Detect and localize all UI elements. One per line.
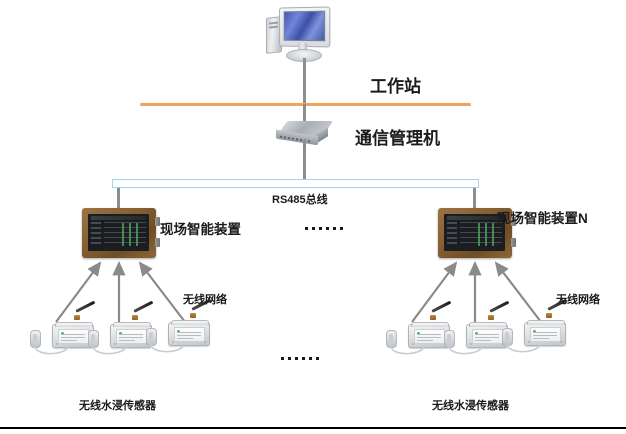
- antenna-icon: [488, 300, 512, 324]
- link-comm-manager-to-bus: [303, 140, 306, 182]
- wireless-sensor-icon: [146, 298, 212, 356]
- sensor-body: [52, 322, 94, 348]
- sensor-cable: [448, 345, 483, 355]
- sensor-ellipsis: [281, 357, 319, 360]
- antenna-icon: [132, 300, 156, 324]
- sensor-faceplate: [472, 329, 503, 344]
- sensor-led: [533, 330, 536, 333]
- comm-manager-label: 通信管理机: [355, 129, 440, 148]
- device-side-tab-top: [511, 217, 516, 226]
- bottom-divider: [0, 427, 626, 429]
- sensor-led: [61, 332, 64, 335]
- sensor-led: [177, 330, 180, 333]
- link-bus-to-device-right: [473, 188, 476, 210]
- water-probe-icon: [444, 330, 455, 348]
- sensor-cable: [34, 345, 69, 355]
- antenna-icon: [430, 300, 454, 324]
- sensor-led: [119, 332, 122, 335]
- sensor-cable: [390, 345, 425, 355]
- sensor-led: [417, 332, 420, 335]
- water-probe-icon: [502, 328, 513, 346]
- water-probe-icon: [386, 330, 397, 348]
- monitor-neck: [298, 43, 307, 51]
- device-side-tab-bottom: [155, 238, 160, 247]
- device-side-tab-bottom: [511, 238, 516, 247]
- device-ellipsis: [305, 227, 343, 230]
- desktop-computer-icon: [264, 5, 334, 63]
- device-left-label: 现场智能装置: [160, 222, 241, 237]
- rs485-bus-label: RS485总线: [272, 194, 328, 206]
- link-backbone-to-comm-manager: [303, 104, 306, 128]
- sensor-led: [475, 332, 478, 335]
- wireless-sensor-icon: [30, 300, 96, 358]
- link-workstation-to-backbone: [303, 58, 306, 106]
- field-device-icon: [438, 208, 516, 258]
- sensor-cable: [92, 345, 127, 355]
- sensor-group-label-right: 无线水浸传感器: [432, 400, 509, 412]
- sensor-faceplate: [116, 329, 147, 344]
- sensor-body: [524, 320, 566, 346]
- sensor-body: [466, 322, 508, 348]
- sensor-group-label-left: 无线水浸传感器: [79, 400, 156, 412]
- sensor-body: [408, 322, 450, 348]
- rs485-bus: [112, 179, 479, 188]
- sensor-cable: [150, 343, 185, 353]
- wireless-sensor-icon: [502, 298, 568, 356]
- antenna-icon: [190, 298, 214, 322]
- device-screen: [88, 214, 149, 251]
- workstation-label: 工作站: [370, 77, 421, 96]
- field-device-icon: [82, 208, 160, 258]
- sensor-faceplate: [174, 327, 205, 342]
- wireless-sensor-icon: [444, 300, 510, 358]
- wireless-network-label-left: 无线网络: [183, 291, 227, 307]
- water-probe-icon: [30, 330, 41, 348]
- device-right-label: 现场智能装置N: [497, 211, 588, 226]
- antenna-icon: [546, 298, 570, 322]
- wireless-sensor-icon: [386, 300, 452, 358]
- sensor-faceplate: [530, 327, 561, 342]
- sensor-cable: [506, 343, 541, 353]
- device-side-tab-top: [155, 217, 160, 226]
- device-screen: [444, 214, 505, 251]
- wireless-network-label-right: 无线网络: [556, 294, 600, 306]
- water-probe-icon: [88, 330, 99, 348]
- water-probe-icon: [146, 328, 157, 346]
- sensor-body: [110, 322, 152, 348]
- sensor-body: [168, 320, 210, 346]
- wireless-sensor-icon: [88, 300, 154, 358]
- antenna-icon: [74, 300, 98, 324]
- sensor-faceplate: [58, 329, 89, 344]
- link-bus-to-device-left: [117, 188, 120, 210]
